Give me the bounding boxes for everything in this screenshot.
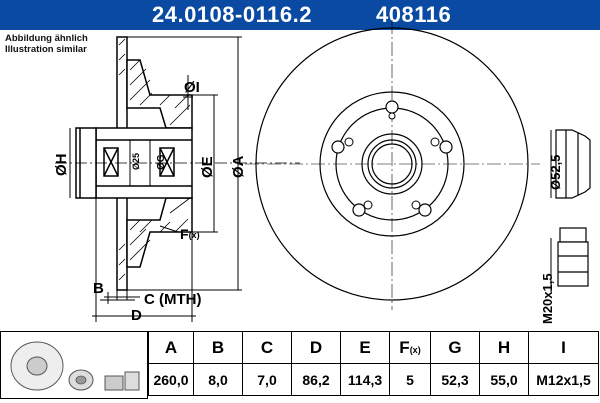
part-number: 24.0108-0116.2 [152, 2, 312, 27]
dim-label-25: Ø25 [131, 153, 141, 170]
spec-value: 260,0 [148, 363, 194, 396]
dim-label-B: B [93, 280, 104, 297]
thumbnail-graphics [10, 341, 140, 391]
dim-label-F: F(x) [180, 226, 200, 242]
spec-header: B [193, 331, 243, 364]
nut-thread-label: M20x1,5 [540, 273, 555, 324]
spec-value: 55,0 [479, 363, 529, 396]
dim-label-H: ØH [53, 154, 70, 177]
spec-value: 86,2 [291, 363, 341, 396]
note-german: Abbildung ähnlich [5, 33, 88, 44]
dim-label-C: C (MTH) [144, 291, 201, 308]
dim-label-G: ØG [156, 154, 167, 170]
spec-header: C [242, 331, 292, 364]
spec-header: E [340, 331, 390, 364]
header-bar: 24.0108-0116.2 408116 [0, 0, 600, 30]
product-thumbnail [0, 331, 148, 399]
spec-header: G [430, 331, 480, 364]
spec-header: H [479, 331, 529, 364]
note-english: Illustration similar [5, 44, 87, 55]
spec-header: A [148, 331, 194, 364]
flange-holes [344, 112, 440, 210]
dim-label-D: D [131, 307, 142, 324]
spec-value: 8,0 [193, 363, 243, 396]
reference-number: 408116 [376, 2, 452, 27]
spec-header: I [528, 331, 599, 364]
dimension-lines [69, 36, 242, 322]
spec-table: A B C D E F(x) G H I 260,0 8,0 7,0 86,2 … [148, 331, 599, 396]
technical-drawing: ØI ØH ØG Ø25 ØE ØA F(x) B C (MTH) D [53, 20, 591, 324]
dim-label-A: ØA [230, 155, 247, 178]
spec-value: 114,3 [340, 363, 390, 396]
spec-value: 5 [389, 363, 431, 396]
spec-value: M12x1,5 [528, 363, 599, 396]
cap-diameter-label: Ø52,5 [548, 155, 563, 190]
spec-header-f: F(x) [389, 331, 431, 364]
hub-cap [550, 129, 591, 199]
spec-value: 52,3 [430, 363, 480, 396]
dim-label-E: ØE [199, 156, 216, 178]
spec-value: 7,0 [242, 363, 292, 396]
dim-label-I: ØI [184, 79, 200, 96]
bolt-holes [331, 100, 453, 217]
spec-header: D [291, 331, 341, 364]
axle-nut [557, 227, 589, 287]
section-hatching [118, 38, 191, 281]
